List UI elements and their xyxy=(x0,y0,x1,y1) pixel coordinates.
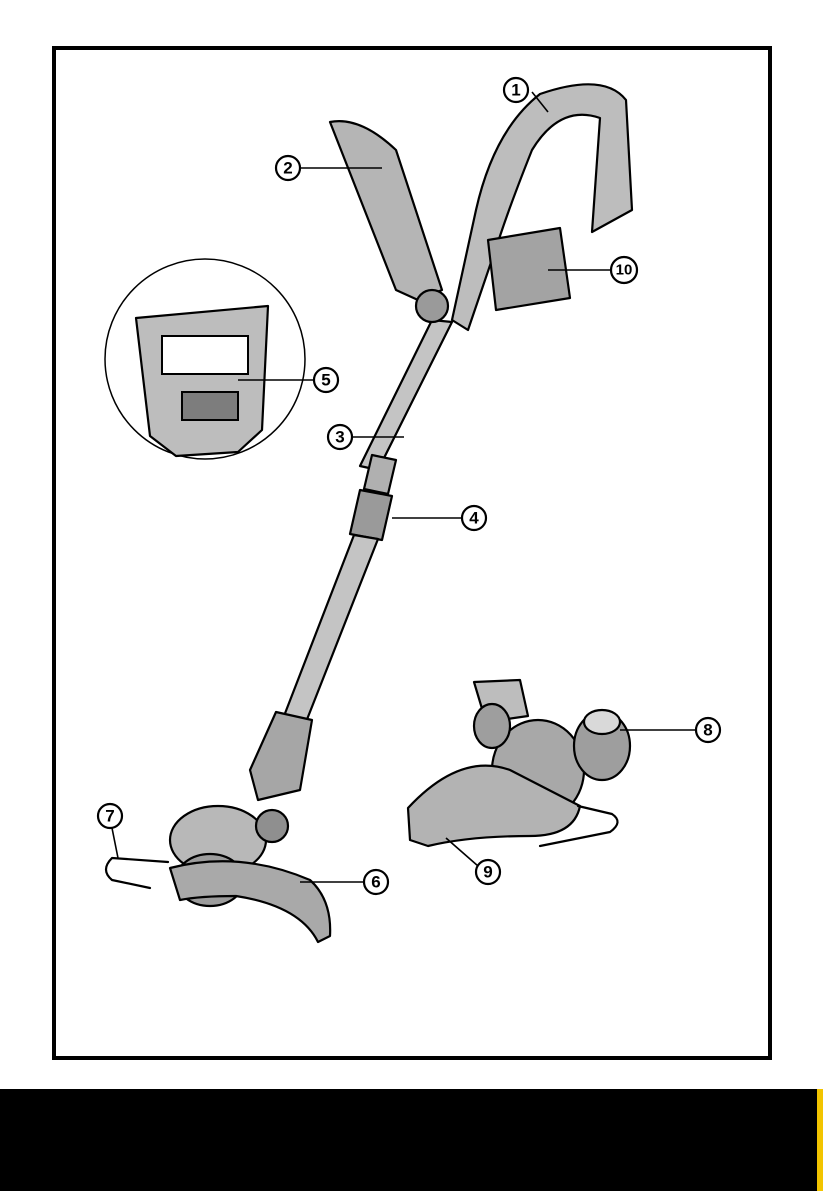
left-wheel xyxy=(474,704,510,748)
inset-switch xyxy=(182,392,238,420)
battery-pack xyxy=(488,228,570,310)
handle-pivot xyxy=(416,290,448,322)
inset-handle xyxy=(136,306,268,456)
motor-neck xyxy=(250,712,312,800)
callout-7: 7 xyxy=(98,804,122,828)
svg-text:7: 7 xyxy=(105,807,114,826)
shaft-part xyxy=(360,320,452,470)
lower-shaft xyxy=(284,535,378,722)
callout-6: 6 xyxy=(364,870,388,894)
leader-7 xyxy=(112,828,118,858)
svg-text:3: 3 xyxy=(335,428,344,447)
svg-text:5: 5 xyxy=(321,371,330,390)
inset-window xyxy=(162,336,248,374)
callout-8: 8 xyxy=(696,718,720,742)
callout-10: 10 xyxy=(611,257,637,283)
pivot-knob xyxy=(256,810,288,842)
callout-3: 3 xyxy=(328,425,352,449)
spool-wheel-hub xyxy=(584,710,620,734)
callout-1: 1 xyxy=(504,78,528,102)
secondary-handle xyxy=(330,121,442,300)
svg-text:8: 8 xyxy=(703,721,712,740)
footer-accent-strip xyxy=(817,1089,823,1191)
height-adjust-collar xyxy=(350,490,392,540)
callout-4: 4 xyxy=(462,506,486,530)
svg-text:1: 1 xyxy=(511,81,520,100)
head-detail-illustration xyxy=(408,680,630,846)
svg-text:10: 10 xyxy=(616,262,633,279)
footer-bar xyxy=(0,1089,823,1191)
callout-5: 5 xyxy=(314,368,338,392)
handle-detail-inset xyxy=(105,259,305,459)
edge-guide-wire xyxy=(106,858,168,888)
callout-2: 2 xyxy=(276,156,300,180)
leader-9 xyxy=(446,838,478,866)
callout-9: 9 xyxy=(476,860,500,884)
svg-text:4: 4 xyxy=(469,509,479,528)
svg-text:6: 6 xyxy=(371,873,380,892)
svg-text:9: 9 xyxy=(483,863,492,882)
svg-text:2: 2 xyxy=(283,159,292,178)
